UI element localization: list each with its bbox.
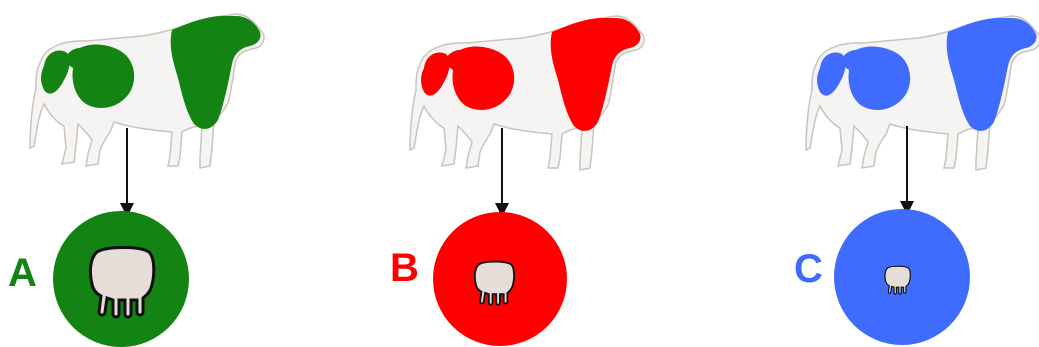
panel-label-c: C [794, 247, 823, 291]
panel-c: C [794, 16, 1039, 345]
panel-b: B [390, 16, 644, 346]
panel-label-a: A [8, 251, 37, 295]
panel-a: A [8, 14, 264, 347]
cow-b [410, 16, 644, 170]
cow-a [30, 14, 264, 168]
cow-c [806, 16, 1039, 170]
panel-label-b: B [390, 246, 419, 290]
